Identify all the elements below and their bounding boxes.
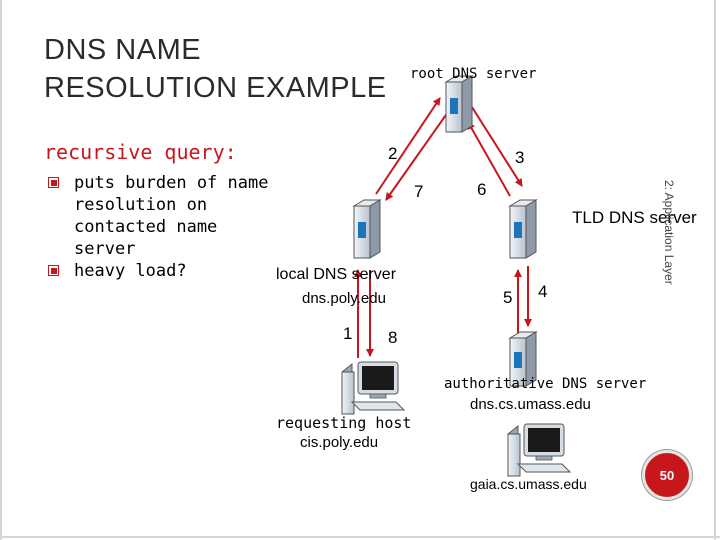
step-label-8: 8 [388,328,398,347]
authoritative-dns-server-icon [508,331,538,387]
arrow-step-6 [467,121,511,197]
side-caption: 2: Application Layer [662,180,676,285]
step-label-6: 6 [477,180,487,199]
local-server-host: dns.poly.edu [302,290,386,307]
arrow-step-2 [375,97,441,195]
step-label-4: 4 [538,282,548,301]
step-label-1: 1 [343,324,353,343]
slide-title-line-1: DNS NAME [44,34,202,66]
bullet-box-icon [48,177,59,188]
auth-server-host: dns.cs.umass.edu [470,396,591,413]
tld-server-label: TLD DNS server [572,208,697,227]
root-server-label: root DNS server [410,66,537,82]
step-label-2: 2 [388,144,398,163]
root-dns-server-icon [444,75,474,133]
page-number-badge: 50 [642,450,692,500]
bullet-item-burden: puts burden of name resolution on contac… [48,172,288,260]
subhead-recursive-query: recursive query: [44,140,237,164]
slide-title-line-2: RESOLUTION EXAMPLE [44,72,387,104]
auth-server-label: authoritative DNS server [444,376,647,392]
step-label-5: 5 [503,288,513,307]
bullet-text-burden: puts burden of name resolution on contac… [74,173,269,259]
step-label-3: 3 [515,148,525,167]
bullet-item-heavy-load: heavy load? [48,260,288,282]
page-number: 50 [659,467,675,483]
target-host-name: gaia.cs.umass.edu [470,476,587,492]
local-dns-server-icon [352,199,382,259]
arrow-step-3 [469,103,523,187]
bullet-list: puts burden of name resolution on contac… [48,172,288,282]
requesting-host-label: requesting host [276,414,412,432]
slide-border-left [0,0,2,540]
bullet-text-heavy-load: heavy load? [74,261,187,281]
step-label-7: 7 [414,182,424,201]
bullet-box-icon [48,265,59,276]
requesting-host-computer-icon [341,361,406,416]
target-host-computer-icon [507,423,572,478]
arrow-step-7 [385,111,449,201]
tld-dns-server-icon [508,199,538,259]
slide-border-right [714,0,716,540]
local-server-label: local DNS server [276,266,397,283]
slide-border-bottom [0,536,720,538]
requesting-host-name: cis.poly.edu [300,434,379,451]
